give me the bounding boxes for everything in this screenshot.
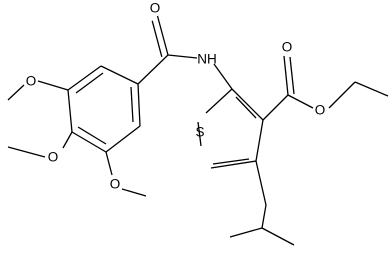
bond [130,86,134,123]
bond [167,54,198,59]
bond [100,65,139,85]
bond [205,88,233,114]
bond [262,94,289,121]
bond [75,72,104,94]
bond [62,131,73,149]
bond [231,88,264,121]
amide-nitrogen-label: NH [197,52,217,67]
bond [210,160,257,169]
bond [229,227,263,238]
bond [71,131,107,153]
bond [235,96,257,119]
bond [67,89,73,133]
bond [105,151,113,176]
carbonyl-oxygen-label: O [150,1,161,16]
bond-set [7,15,389,246]
bond [37,80,69,91]
bond [213,63,233,90]
bond [151,20,163,57]
bond [354,81,389,97]
bond [7,84,25,101]
bond [137,54,169,85]
bond [137,83,141,127]
atom-labels: O NH O O S O O O [26,1,326,192]
bond [67,65,102,91]
bond [212,158,250,165]
methoxy-oxygen-top-label: O [26,74,37,89]
bond [255,160,267,206]
bond [197,121,202,147]
thiophene-sulfur-label: S [195,125,204,140]
bond [77,126,107,145]
bond [261,204,267,229]
ester-oxygen-label: O [315,103,326,118]
bond [287,94,314,109]
bond [156,15,169,56]
bond [289,56,295,95]
bond [261,227,295,246]
methoxy-oxygen-middle-label: O [48,150,59,165]
bond [121,188,147,197]
bond [105,125,141,153]
bond [328,81,356,109]
methoxy-oxygen-bottom-label: O [110,177,121,192]
bond [7,146,46,158]
bond [283,55,289,96]
bond [255,119,264,162]
ester-carbonyl-oxygen-label: O [282,40,293,55]
